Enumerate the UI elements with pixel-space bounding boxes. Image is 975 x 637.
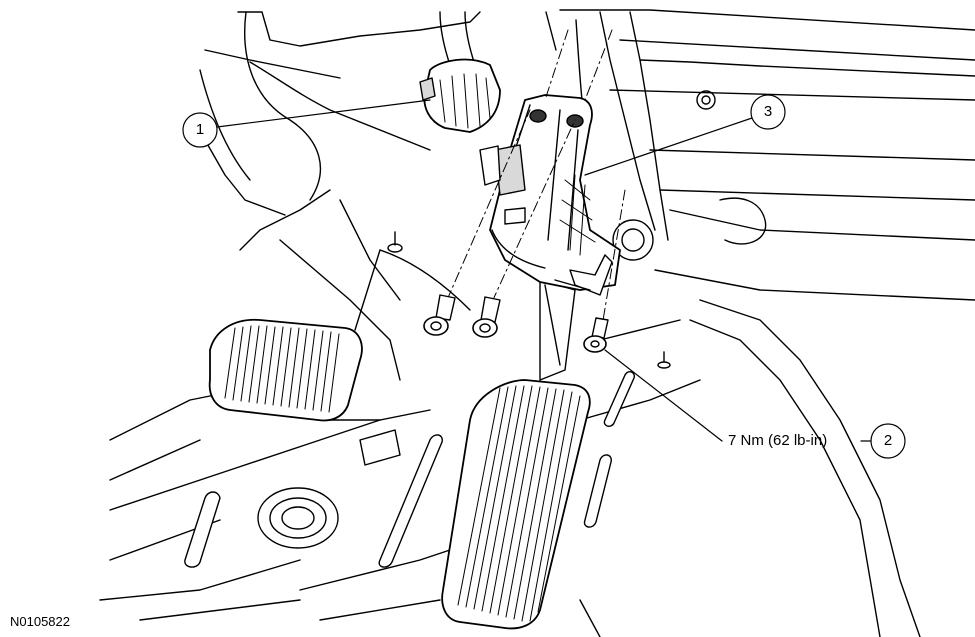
floor-panel-structure <box>99 9 975 637</box>
studs <box>387 231 671 369</box>
callout-3-number: 3 <box>763 103 773 120</box>
callout-1-number: 1 <box>195 121 205 138</box>
floor-slots <box>184 371 636 568</box>
callout-3-leader <box>584 117 753 176</box>
accelerator-pedal-assembly <box>441 94 621 630</box>
electrical-connector <box>419 11 501 133</box>
callout-leaders <box>182 94 906 459</box>
torque-spec-label: 7 Nm (62 lb-in) <box>728 432 828 449</box>
callout-2-leader <box>604 349 723 442</box>
callout-1-circle <box>182 112 218 148</box>
brake-pedal <box>208 249 381 422</box>
callout-1-leader <box>216 99 431 128</box>
callout-3-circle <box>750 94 786 130</box>
figure-id: N0105822 <box>10 614 70 629</box>
callout-2-number: 2 <box>883 432 893 449</box>
bolts <box>423 29 626 353</box>
floor-grommet <box>257 429 401 549</box>
